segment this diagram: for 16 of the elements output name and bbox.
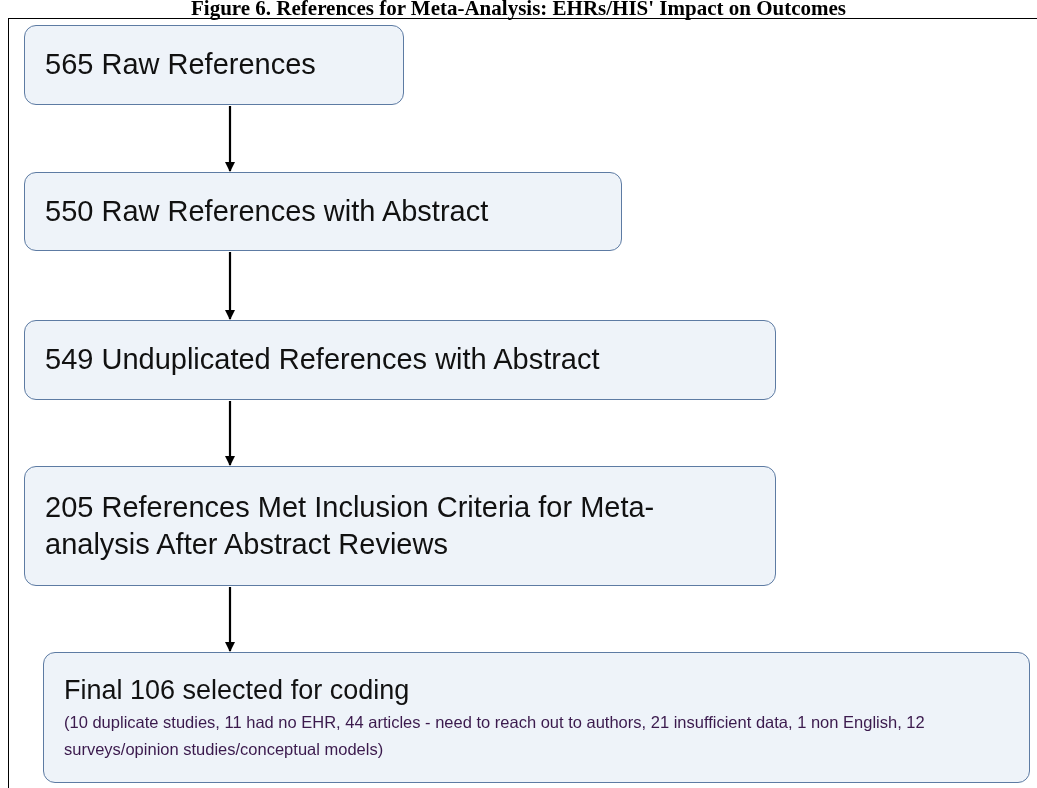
box-heading: Final 106 selected for coding — [64, 673, 411, 707]
box-heading: 550 Raw References with Abstract — [45, 193, 490, 229]
process-box — [24, 172, 622, 251]
process-box — [43, 652, 1030, 783]
figure-title: Figure 6. References for Meta-Analysis: EHRs/HIS' Impact on Outcomes — [190, 0, 847, 21]
arrow — [225, 401, 235, 466]
process-box — [24, 25, 404, 105]
box-heading: 565 Raw References — [45, 47, 317, 83]
arrow — [225, 587, 235, 652]
arrow — [225, 106, 235, 172]
box-note: (10 duplicate studies, 11 had no EHR, 44 articles - need to reach out to authors, 21 insufficient data, 1 non English, 12 surveys/opinion studies/conceptual models) — [64, 712, 926, 760]
process-box — [24, 466, 776, 586]
arrow — [225, 252, 235, 320]
box-heading: 205 References Met Inclusion Criteria for Meta-analysis After Abstract Reviews — [45, 489, 656, 562]
box-heading: 549 Unduplicated References with Abstract — [45, 342, 601, 378]
process-box — [24, 320, 776, 400]
